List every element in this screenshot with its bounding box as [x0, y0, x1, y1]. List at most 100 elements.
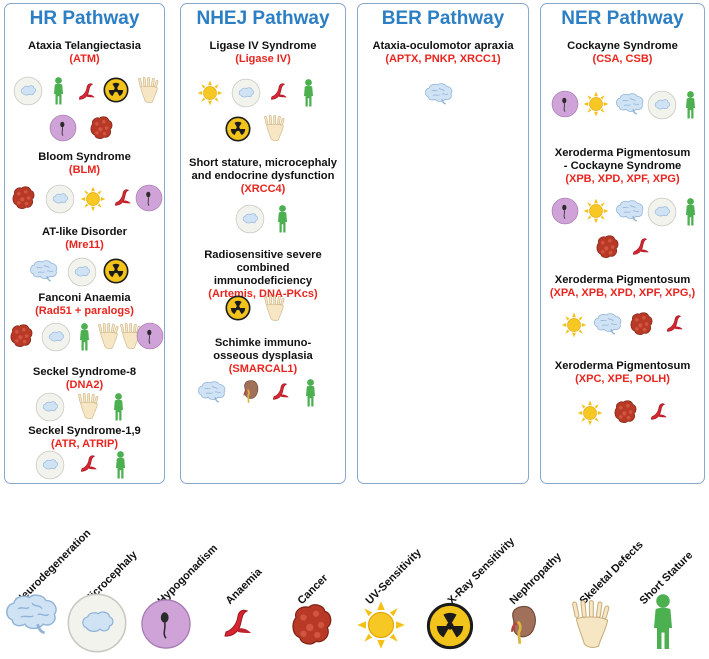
panel-hr-pathway: HR Pathway Ataxia Telangiectasia (ATM) B… — [4, 3, 165, 484]
disease-gene: (APTX, PNKP, XRCC1) — [385, 53, 501, 65]
short-stature-icon — [301, 78, 316, 113]
disease-name: Ataxia-oculomotor apraxia — [372, 40, 514, 52]
disease-gene: (BLM) — [68, 164, 101, 176]
microcephaly-icon — [45, 184, 75, 219]
neurodegeneration-icon — [197, 380, 227, 408]
panel-ner-pathway: NER Pathway Cockayne Syndrome (CSA, CSB)… — [540, 3, 705, 484]
disease-name: Seckel Syndrome-8 — [32, 366, 137, 378]
disease-gene: (SMARCAL1) — [228, 363, 298, 375]
nephropathy-icon — [500, 602, 544, 651]
short-stature-icon — [51, 76, 66, 111]
short-stature-icon — [648, 592, 678, 657]
uv-icon — [80, 186, 106, 217]
disease-entry: Fanconi Anaemia (Rad51 + paralogs) — [5, 292, 164, 318]
short-stature-icon — [113, 450, 128, 485]
skeletal-icon — [261, 114, 289, 147]
microcephaly-icon — [235, 204, 265, 239]
uv-icon — [577, 400, 603, 431]
legend-label: Skeletal Defects — [577, 538, 646, 607]
anaemia-icon — [629, 235, 653, 264]
short-stature-icon — [275, 204, 290, 239]
disease-entry: Xeroderma Pigmentosum - Cockayne Syndrom… — [541, 147, 704, 186]
disease-gene: (ATR, ATRIP) — [50, 438, 118, 450]
nephropathy-icon — [237, 378, 263, 409]
disease-entry: Xeroderma Pigmentosum (XPC, XPE, POLH) — [541, 360, 704, 386]
skeletal-icon — [95, 322, 123, 355]
panel-title: BER Pathway — [381, 8, 505, 29]
disease-name: Ligase IV Syndrome — [209, 40, 317, 52]
panel-title: NHEJ Pathway — [196, 8, 330, 29]
disease-name: Schimke immuno-osseous dysplasia — [213, 337, 313, 362]
skeletal-icon — [261, 294, 289, 327]
disease-entry: Short stature, microcephaly and endocrin… — [181, 157, 345, 196]
legend-label: X-Ray Sensitivity — [445, 535, 518, 607]
disease-name: Xeroderma Pigmentosum — [554, 274, 691, 286]
cancer-icon — [593, 233, 621, 266]
anaemia-icon — [111, 186, 135, 215]
disease-gene: (DNA2) — [65, 379, 104, 391]
skeletal-icon — [75, 392, 103, 425]
xray-icon — [103, 258, 129, 289]
hypogonadism-icon — [140, 598, 192, 655]
disease-entry: Ataxia Telangiectasia (ATM) — [5, 40, 164, 66]
uv-icon — [197, 80, 223, 111]
skeletal-icon — [135, 76, 163, 109]
disease-gene: (ATM) — [69, 53, 100, 65]
microcephaly-icon — [647, 90, 677, 125]
disease-gene: (Mre11) — [65, 239, 104, 251]
disease-name: Short stature, microcephaly and endocrin… — [189, 157, 337, 182]
microcephaly-icon — [35, 450, 65, 485]
hypogonadism-icon — [136, 322, 164, 355]
anaemia-icon — [267, 80, 291, 109]
disease-name: Cockayne Syndrome — [567, 40, 678, 52]
microcephaly-icon — [647, 197, 677, 232]
panel-ber-pathway: BER Pathway Ataxia-oculomotor apraxia (A… — [357, 3, 529, 484]
disease-entry: Cockayne Syndrome (CSA, CSB) — [541, 40, 704, 66]
disease-entry: AT-like Disorder (Mre11) — [5, 226, 164, 252]
panel-title: NER Pathway — [561, 8, 684, 29]
anaemia-icon — [663, 312, 687, 341]
disease-entry: Seckel Syndrome-8 (DNA2) — [5, 366, 164, 392]
legend-label: UV-Sensitivity — [363, 546, 424, 607]
disease-gene: (XPA, XPB, XPD, XPF, XPG,) — [549, 287, 696, 299]
cancer-icon — [611, 398, 639, 431]
hypogonadism-icon — [551, 90, 579, 123]
short-stature-icon — [683, 90, 698, 125]
disease-name: Xeroderma Pigmentosum - Cockayne Syndrom… — [554, 147, 691, 172]
panel-nhej-pathway: NHEJ Pathway Ligase IV Syndrome (Ligase … — [180, 3, 346, 484]
legend-label: Anaemia — [223, 566, 265, 607]
disease-gene: (CSA, CSB) — [592, 53, 653, 65]
skeletal-icon — [566, 598, 618, 655]
anaemia-icon — [75, 80, 99, 109]
cancer-icon — [7, 322, 35, 355]
hypogonadism-icon — [49, 114, 77, 147]
cancer-icon — [286, 600, 336, 655]
disease-gene: (XPB, XPD, XPF, XPG) — [565, 173, 680, 185]
neurodegeneration-icon — [4, 592, 60, 639]
xray-icon — [225, 295, 251, 326]
neurodegeneration-icon — [424, 82, 454, 110]
uv-icon — [583, 91, 609, 122]
neurodegeneration-icon — [29, 259, 59, 287]
short-stature-icon — [77, 322, 92, 357]
disease-gene: (Ligase IV) — [235, 53, 291, 65]
microcephaly-icon — [67, 257, 97, 292]
disease-entry: Ligase IV Syndrome (Ligase IV) — [181, 40, 345, 66]
disease-name: Bloom Syndrome — [38, 151, 131, 163]
disease-entry: Ataxia-oculomotor apraxia (APTX, PNKP, X… — [358, 40, 528, 66]
hypogonadism-icon — [135, 184, 163, 217]
disease-name: Radiosensitive severe combined immunodef… — [204, 249, 322, 287]
disease-gene: (XPC, XPE, POLH) — [575, 373, 670, 385]
disease-name: Xeroderma Pigmentosum — [554, 360, 691, 372]
legend-label: Nephropathy — [507, 550, 564, 607]
uv-icon — [356, 600, 406, 655]
microcephaly-icon — [13, 76, 43, 111]
uv-icon — [583, 198, 609, 229]
disease-name: Seckel Syndrome-1,9 — [28, 425, 141, 437]
short-stature-icon — [111, 392, 126, 427]
panel-title: HR Pathway — [29, 8, 140, 29]
cancer-icon — [87, 114, 115, 147]
anaemia-icon — [77, 452, 101, 481]
disease-entry: Bloom Syndrome (BLM) — [5, 151, 164, 177]
cancer-icon — [627, 310, 655, 343]
